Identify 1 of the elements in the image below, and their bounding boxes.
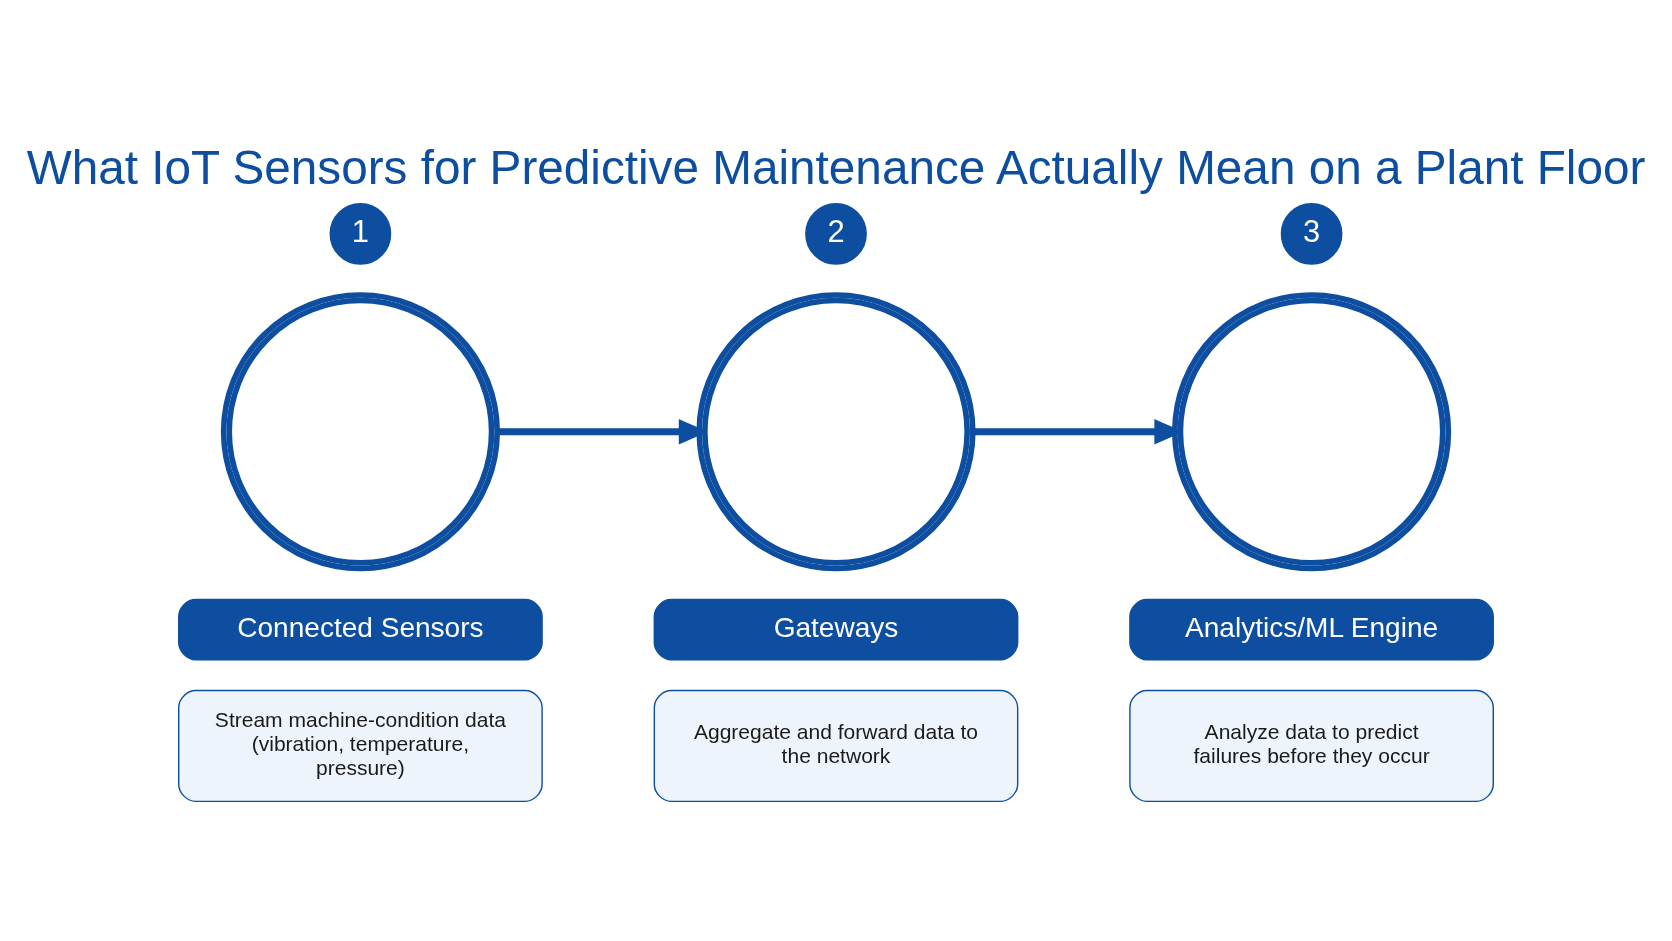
diagram-title: What IoT Sensors for Predictive Maintenance Actually Mean on a Plant Floor [26, 140, 1646, 194]
